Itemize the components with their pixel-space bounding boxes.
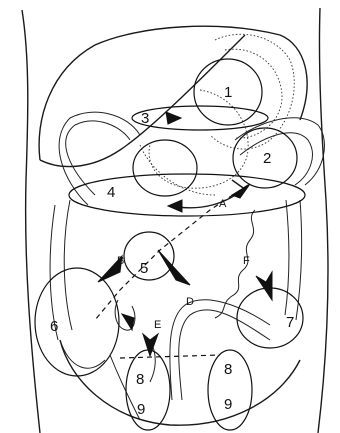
torso-outline [22,8,328,433]
zone-4-ellipse [69,174,305,216]
arrow-b-label: B [117,255,124,267]
zone-4-label: 4 [107,184,115,201]
zone-3b-circle [133,140,197,196]
zone-8-right-label: 8 [224,361,232,378]
zone-6-ellipse [35,268,119,376]
colon [50,112,324,420]
arrow-bottom-left [122,314,134,330]
zone-5-circle [124,232,174,280]
zone-6-label: 6 [50,318,58,335]
arrow-a [168,180,250,212]
zone-9-right-label: 9 [224,396,232,413]
arrow-f [256,272,272,300]
arrow-a-label: A [219,198,227,210]
zone-7-label: 7 [286,314,294,331]
arrow-d-label: D [186,296,194,308]
zone-3-label: 3 [141,110,149,127]
zone-8-left-label: 8 [136,371,144,388]
arrow-f-label: F [243,255,250,267]
zone-2-label: 2 [263,150,271,167]
zone-5-label: 5 [140,260,148,277]
zone-3-ellipse [132,106,268,130]
zone-1-label: 1 [224,84,232,101]
zone-8-9-left-ellipse [126,350,170,430]
zone-9-left-label: 9 [137,401,145,418]
arrow-3 [166,112,181,124]
arrow-e-label: E [154,319,161,331]
